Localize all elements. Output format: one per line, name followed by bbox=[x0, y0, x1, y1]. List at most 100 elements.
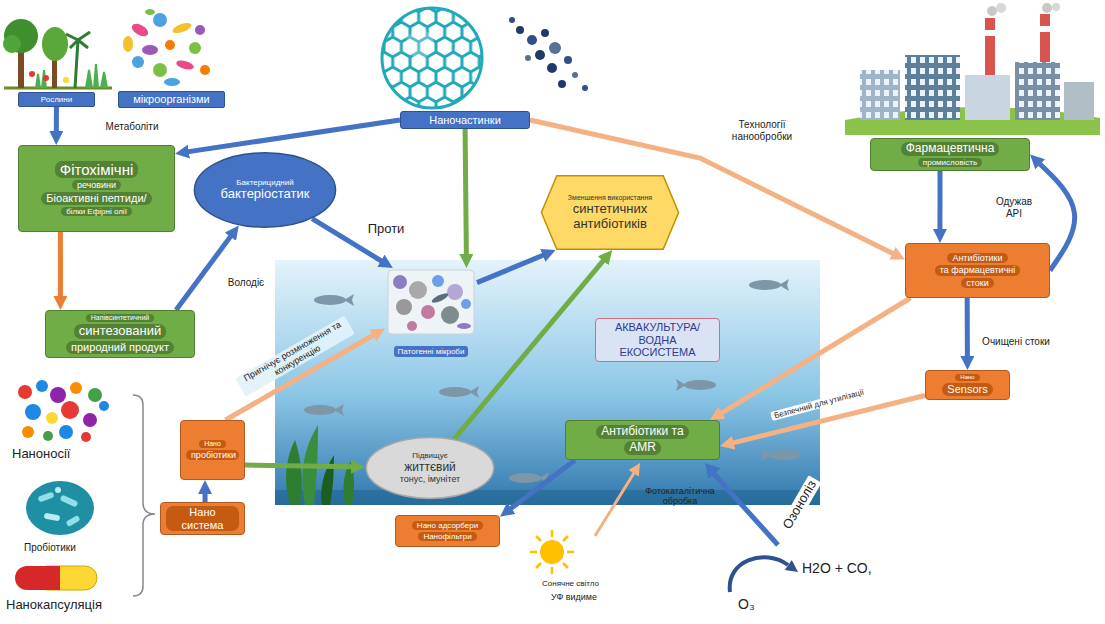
probiotic-rod bbox=[44, 513, 61, 522]
picture-label: H2O + CO, bbox=[802, 560, 872, 576]
particle bbox=[525, 55, 531, 61]
image-node: Патогенні мікроби bbox=[385, 268, 477, 360]
title-box: АКВАКУЛЬТУРА/ ВОДНА ЕКОСИСТЕМА bbox=[595, 318, 720, 362]
microbe bbox=[132, 56, 144, 68]
nanocarrier bbox=[50, 387, 66, 403]
microbe bbox=[165, 40, 175, 50]
particles-picture bbox=[509, 17, 588, 91]
fish bbox=[304, 404, 344, 416]
flower bbox=[43, 75, 49, 81]
fish bbox=[676, 379, 716, 391]
microbe bbox=[153, 13, 167, 27]
seaweed bbox=[286, 440, 302, 505]
nanocarrier bbox=[22, 426, 34, 438]
bracket bbox=[133, 395, 155, 596]
nanocarrier bbox=[25, 404, 41, 420]
node-text: Антибіотики bbox=[947, 253, 1007, 263]
building bbox=[860, 70, 900, 120]
source-tag: Наночастинки bbox=[400, 111, 530, 129]
process-box: НаноSensors bbox=[925, 370, 1010, 400]
tree-crown bbox=[3, 35, 21, 53]
outcome-hexagon: Зменшення використаннясинтетичних антибі… bbox=[540, 175, 680, 250]
picture-label: Нанокапсуляція bbox=[6, 598, 102, 613]
water-picture bbox=[275, 260, 820, 505]
process-box: Нанопробіотики bbox=[180, 420, 245, 480]
nanocarrier bbox=[61, 401, 79, 419]
process-box: Напівсинтетичнийсинтезованийприродний пр… bbox=[45, 310, 195, 358]
highlight bbox=[406, 30, 434, 58]
flow-arrow bbox=[477, 253, 547, 282]
node-text: Sensors bbox=[942, 383, 992, 396]
source-tag: мікроорганізми bbox=[118, 91, 225, 108]
process-box: Антибіотики таAMR bbox=[565, 420, 720, 460]
edge-label: Одужав API bbox=[988, 196, 1040, 219]
flow-arrow bbox=[454, 257, 606, 439]
nanocarrier bbox=[99, 401, 109, 411]
particle bbox=[582, 85, 588, 91]
building-windows bbox=[860, 70, 900, 120]
picture-label: Озоноліз bbox=[779, 475, 822, 534]
node-text: природний продукт bbox=[66, 341, 174, 354]
edge-label: Технології нанообробки bbox=[710, 119, 814, 142]
picture-label: Сонячне світло bbox=[542, 579, 599, 588]
arrow-head bbox=[785, 560, 798, 572]
flow-arrow bbox=[245, 465, 356, 467]
ozone-curve-arrow bbox=[730, 557, 798, 592]
node-text: Рослини bbox=[41, 95, 72, 104]
chimney-stripe bbox=[1040, 26, 1050, 32]
flow-arrow bbox=[184, 120, 400, 152]
node-text: Фітохімічні bbox=[55, 161, 139, 178]
microbes-picture bbox=[123, 9, 210, 86]
edge-label: Метаболіти bbox=[106, 121, 159, 133]
seaweed bbox=[321, 455, 334, 505]
microbe bbox=[195, 25, 205, 35]
tree-crown bbox=[42, 27, 68, 61]
node-text: Нано система bbox=[166, 506, 239, 531]
sun-picture bbox=[530, 530, 574, 574]
microbe bbox=[189, 42, 201, 54]
pathogen bbox=[447, 284, 463, 300]
fish bbox=[761, 449, 801, 461]
process-box: ФітохімічніречовиниБіоактивні пептиди/бі… bbox=[18, 145, 175, 232]
fish bbox=[314, 294, 354, 306]
particle bbox=[547, 63, 557, 73]
building bbox=[1064, 82, 1094, 120]
microbe bbox=[171, 21, 193, 35]
nanocarrier bbox=[18, 385, 32, 399]
microbe bbox=[164, 78, 180, 86]
flow-arrow bbox=[718, 298, 911, 415]
building-windows bbox=[1015, 62, 1060, 120]
probiotic-rod bbox=[65, 515, 80, 527]
photocatalysis-arrow bbox=[595, 463, 640, 536]
pathogen-ground bbox=[388, 270, 474, 334]
building bbox=[1015, 62, 1060, 120]
arrow-line bbox=[595, 473, 634, 536]
smoke bbox=[1042, 3, 1052, 13]
hex-shape bbox=[541, 176, 678, 250]
node-text: та фармацевтичні bbox=[935, 265, 1021, 275]
property-ellipse: Бактерициднийбактеріостатик bbox=[193, 152, 337, 228]
factory-picture bbox=[845, 3, 1100, 135]
probiotics-picture bbox=[26, 481, 94, 535]
nanocarriers-picture bbox=[18, 380, 109, 442]
node-text: білки Ефірні олії bbox=[61, 207, 132, 216]
nanocarrier bbox=[43, 431, 53, 441]
plants-picture bbox=[3, 19, 112, 88]
fullerene bbox=[382, 8, 482, 108]
particle bbox=[558, 80, 566, 88]
picture-label: O₃ bbox=[738, 596, 755, 612]
flow-arrow bbox=[937, 171, 942, 234]
node-text: життєвий bbox=[404, 461, 456, 475]
picture-label: Фотокаталітична обробка bbox=[638, 486, 722, 507]
node-text: Наночастинки bbox=[429, 114, 501, 127]
flow-arrow bbox=[530, 120, 897, 256]
picture-label: Наноносії bbox=[12, 447, 70, 462]
node-text: Зменшення використання bbox=[568, 194, 652, 202]
sun-rays bbox=[530, 530, 574, 574]
capsule-picture bbox=[15, 566, 97, 590]
flow-arrow bbox=[58, 232, 63, 301]
chimney bbox=[985, 18, 995, 78]
node-text: Біоактивні пептиди/ bbox=[41, 192, 151, 205]
flow-arrow bbox=[176, 233, 233, 310]
pathogen bbox=[396, 299, 412, 315]
